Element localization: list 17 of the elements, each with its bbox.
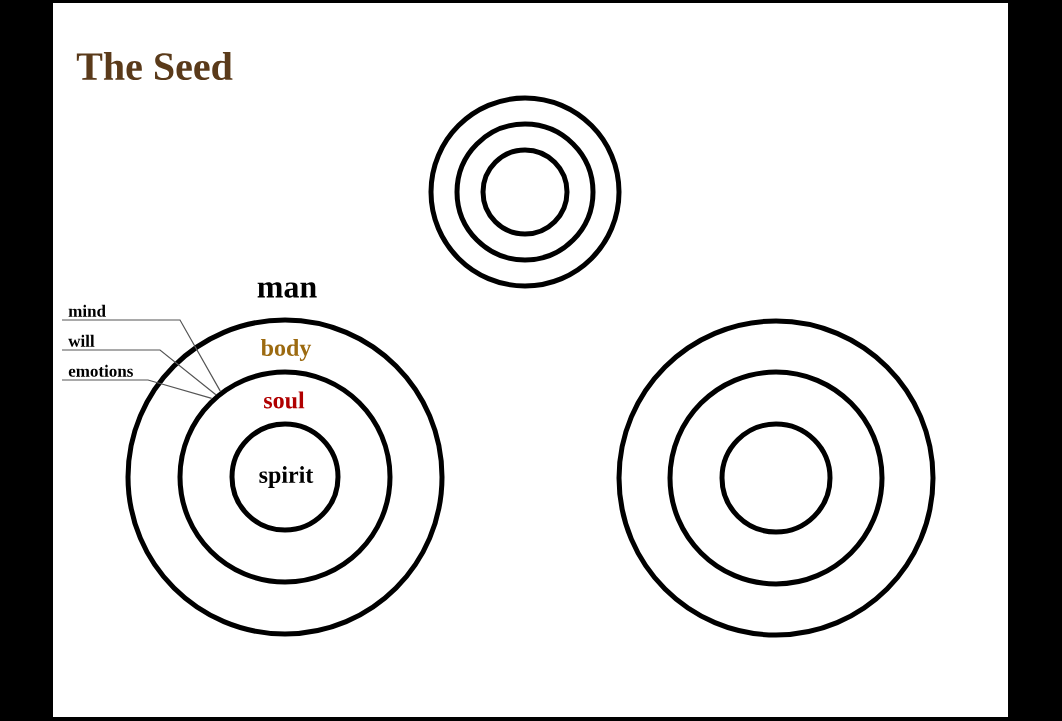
ring (719, 421, 833, 535)
ring (616, 318, 936, 638)
ring (480, 147, 570, 237)
ring-label: body (260, 339, 312, 361)
leader-text: mind (68, 304, 106, 317)
ring-label: spirit (259, 466, 314, 488)
title: The Seed (76, 51, 233, 81)
leader-text: will (68, 334, 95, 347)
leader-line (61, 349, 217, 396)
ring (667, 369, 885, 587)
leader-text: emotions (68, 364, 133, 377)
leader-line (61, 379, 213, 399)
heading: man (257, 282, 317, 298)
leader-line (61, 319, 221, 392)
ring (454, 121, 596, 263)
ring (428, 95, 622, 289)
ring-label: soul (264, 391, 305, 409)
